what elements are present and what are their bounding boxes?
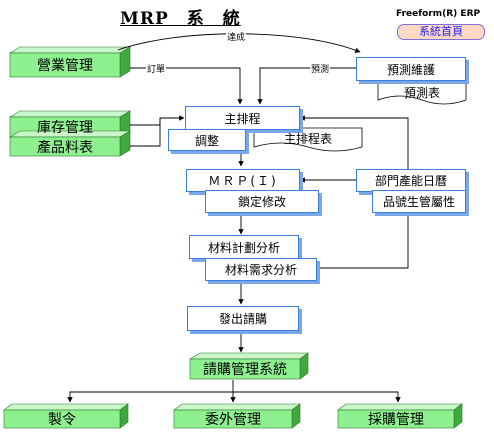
node-master-schedule-table[interactable]: 主排程表 (283, 132, 332, 146)
green-block-manufacture (3, 403, 129, 429)
edge-forecast (257, 67, 356, 105)
node-manufacture-order[interactable]: 製令 (48, 412, 76, 428)
node-dept-calendar[interactable]: 部門產能日曆 (356, 169, 466, 192)
brand-name: Freeform(R) ERP (396, 9, 481, 19)
node-item-attr[interactable]: 品號生管屬性 (372, 190, 466, 213)
doc-shape-master-schedule-table (253, 127, 363, 152)
node-material-plan[interactable]: 材料計劃分析 (189, 235, 299, 259)
node-procurement-mgmt[interactable]: 採購管理 (368, 412, 424, 428)
node-issue-request[interactable]: 發出請購 (187, 306, 299, 331)
doc-shape-forecast-table (377, 81, 467, 105)
node-mrp[interactable]: ＭＲＰ(Ｉ) (186, 169, 300, 192)
edge-to-manufacture (67, 380, 234, 403)
node-forecast-table[interactable]: 預測表 (403, 86, 440, 100)
node-outsourcing-mgmt[interactable]: 委外管理 (205, 412, 261, 428)
node-purchase-req-system[interactable]: 請購管理系統 (203, 362, 287, 378)
node-sales-mgmt[interactable]: 營業管理 (37, 58, 93, 74)
green-block-outsourcing (173, 403, 301, 429)
edge-order (130, 67, 243, 105)
node-adjust[interactable]: 調整 (168, 129, 246, 151)
node-master-schedule[interactable]: 主排程 (185, 106, 300, 130)
node-forecast-maint[interactable]: 預測維護 (356, 57, 466, 81)
edge-label-forecast: 預測 (310, 62, 331, 75)
page-title: MRP 系 統 (120, 9, 241, 29)
home-link-button[interactable]: 系統首頁 (397, 24, 485, 40)
node-product-bom[interactable]: 產品料表 (37, 139, 93, 156)
edge-label-order: 訂單 (146, 62, 167, 75)
green-block-bom (8, 130, 132, 157)
edge-label-achieve: 達成 (226, 30, 247, 43)
green-block-procurement (337, 403, 463, 429)
node-inventory-mgmt[interactable]: 庫存管理 (37, 120, 93, 136)
edge-to-procurement (233, 391, 401, 403)
node-lock-modify[interactable]: 鎖定修改 (205, 190, 319, 213)
green-block-purchase-system (188, 352, 309, 380)
edge-bom (130, 118, 161, 147)
green-block-sales (8, 46, 132, 78)
edge-inventory (130, 115, 185, 126)
node-material-req[interactable]: 材料需求分析 (205, 258, 317, 281)
